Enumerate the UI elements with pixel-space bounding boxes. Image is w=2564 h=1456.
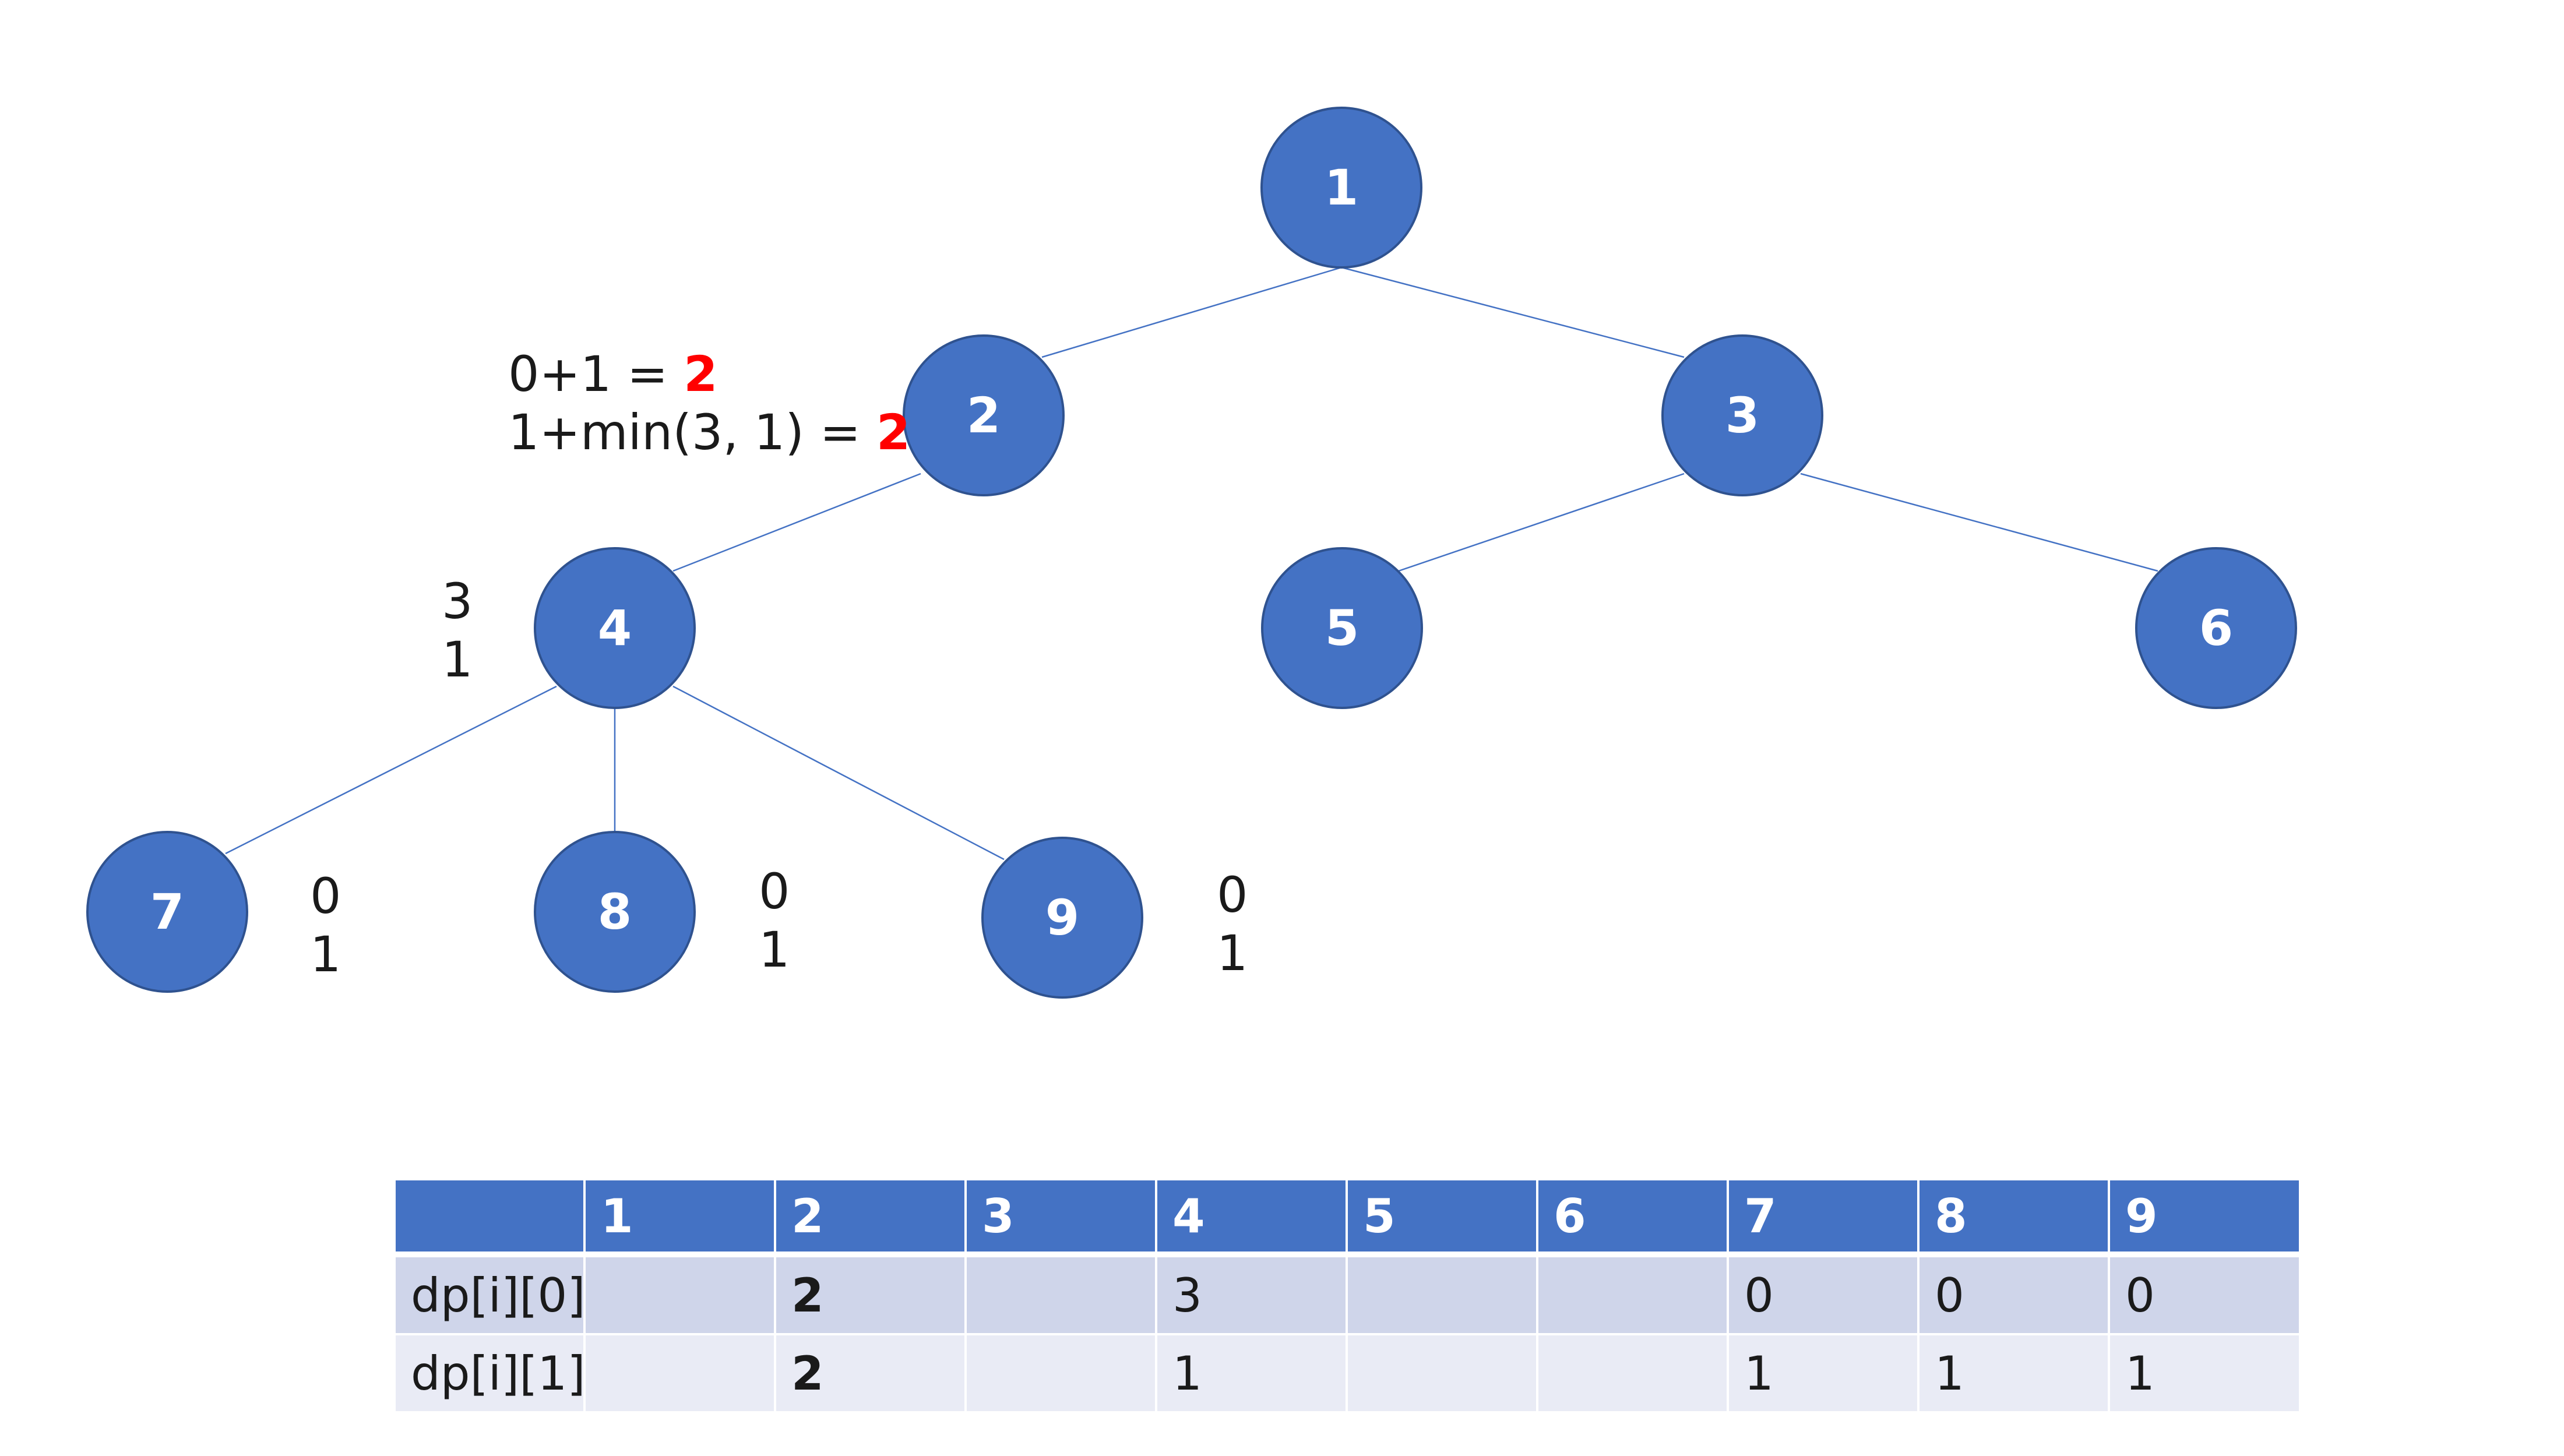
node-label-3: 3 <box>1725 387 1759 444</box>
node-8-dp0: 0 <box>759 863 790 920</box>
node-circle-9 <box>981 837 1143 999</box>
table-cell: 2 <box>774 1253 967 1335</box>
table-cell: 1 <box>1917 1333 2110 1413</box>
node-2-annotation-line-2: 1+min(3, 1) = 2 <box>508 403 910 461</box>
tree-node-8: 8 <box>534 831 696 993</box>
node-8-annotation: 0 1 <box>759 862 790 979</box>
table-cell <box>1346 1253 1538 1335</box>
node-4-annotation: 3 1 <box>442 572 473 689</box>
table-cell <box>964 1253 1157 1335</box>
column-header-9: 9 <box>2108 1178 2301 1257</box>
node-circle-2 <box>903 334 1065 496</box>
node-4-dp1: 1 <box>442 631 473 688</box>
node-2-annotation: 0+1 = 2 1+min(3, 1) = 2 <box>508 345 910 461</box>
tree-node-7: 7 <box>86 831 248 993</box>
node-8-dp1: 1 <box>759 921 790 978</box>
node-9-dp0: 0 <box>1217 866 1248 923</box>
tree-node-2: 2 <box>903 334 1065 496</box>
column-header-6: 6 <box>1536 1178 1729 1257</box>
node-2-result-2: 2 <box>876 404 911 461</box>
edge-2-4 <box>672 473 921 572</box>
node-4-dp0: 3 <box>442 573 473 630</box>
node-7-annotation: 0 1 <box>310 867 341 983</box>
node-2-annotation-line-1: 0+1 = 2 <box>508 345 910 403</box>
edge-4-9 <box>672 685 1005 861</box>
node-label-1: 1 <box>1325 159 1358 216</box>
edge-3-6 <box>1800 473 2158 572</box>
row-label: dp[i][1] <box>393 1333 586 1413</box>
node-label-6: 6 <box>2199 600 2233 657</box>
edge-1-3 <box>1341 266 1685 358</box>
node-label-5: 5 <box>1325 600 1359 657</box>
tree-node-9: 9 <box>981 837 1143 999</box>
node-circle-7 <box>86 831 248 993</box>
table-cell <box>583 1253 776 1335</box>
table-cell: 1 <box>2108 1333 2301 1413</box>
table-cell <box>1346 1333 1538 1413</box>
node-circle-8 <box>534 831 696 993</box>
tree-node-5: 5 <box>1261 547 1423 709</box>
node-label-4: 4 <box>598 600 632 657</box>
table-cell: 0 <box>2108 1253 2301 1335</box>
tree-nodes: 1 2 3 4 5 6 7 8 9 <box>86 107 2297 999</box>
table-cell <box>964 1333 1157 1413</box>
column-header-8: 8 <box>1917 1178 2110 1257</box>
node-7-dp1: 1 <box>310 926 341 983</box>
tree-node-3: 3 <box>1661 334 1823 496</box>
node-7-dp0: 0 <box>310 868 341 925</box>
table-cell: 0 <box>1727 1253 1920 1335</box>
node-2-result-1: 2 <box>684 346 718 403</box>
table-cell: 2 <box>774 1333 967 1413</box>
row-label: dp[i][0] <box>393 1253 586 1335</box>
node-9-annotation: 0 1 <box>1217 866 1248 982</box>
edge-4-7 <box>225 685 557 855</box>
node-circle-1 <box>1260 107 1422 269</box>
node-9-dp1: 1 <box>1217 925 1248 982</box>
table-cell <box>583 1333 776 1413</box>
column-header-1: 1 <box>583 1178 776 1257</box>
column-header-7: 7 <box>1727 1178 1920 1257</box>
column-header-2: 2 <box>774 1178 967 1257</box>
column-header-4: 4 <box>1155 1178 1348 1257</box>
tree-node-1: 1 <box>1260 107 1422 269</box>
column-header-5: 5 <box>1346 1178 1538 1257</box>
tree-edges <box>225 266 2158 861</box>
table-cell: 3 <box>1155 1253 1348 1335</box>
table-cell <box>1536 1333 1729 1413</box>
table-cell: 0 <box>1917 1253 2110 1335</box>
node-label-9: 9 <box>1045 889 1079 946</box>
tree-node-6: 6 <box>2135 547 2297 709</box>
node-2-expr-1: 0+1 = <box>508 346 668 403</box>
node-label-2: 2 <box>967 387 1001 444</box>
tree-node-4: 4 <box>534 547 696 709</box>
table-cell <box>1536 1253 1729 1335</box>
node-label-7: 7 <box>150 883 184 940</box>
edge-1-2 <box>1041 266 1342 358</box>
node-2-expr-2: 1+min(3, 1) = <box>508 404 861 461</box>
node-circle-3 <box>1661 334 1823 496</box>
node-circle-5 <box>1261 547 1423 709</box>
edge-3-5 <box>1398 473 1685 572</box>
table-corner-cell <box>393 1178 586 1257</box>
table-cell: 1 <box>1155 1333 1348 1413</box>
table-cell: 1 <box>1727 1333 1920 1413</box>
node-circle-4 <box>534 547 696 709</box>
node-circle-6 <box>2135 547 2297 709</box>
node-label-8: 8 <box>598 883 632 940</box>
column-header-3: 3 <box>964 1178 1157 1257</box>
